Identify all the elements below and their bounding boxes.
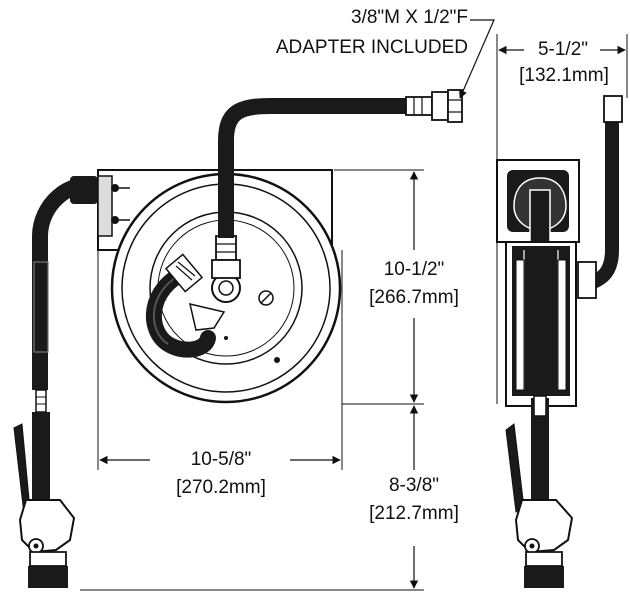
nozzle-drop-metric: [212.7mm] bbox=[369, 503, 459, 524]
swivel-fitting bbox=[211, 235, 241, 279]
side-outlet-hose bbox=[531, 395, 549, 500]
inner-hose-fitting bbox=[164, 253, 204, 293]
depth-imperial: 5-1/2" bbox=[537, 39, 589, 60]
outlet-hose bbox=[32, 176, 99, 500]
side-view bbox=[496, 95, 623, 588]
side-supply-hose bbox=[577, 95, 623, 299]
adapter-leader bbox=[459, 19, 495, 99]
supply-hose-adapter bbox=[405, 89, 463, 123]
side-bracket bbox=[496, 159, 580, 251]
reel-width-metric: [270.2mm] bbox=[176, 477, 266, 498]
depth-metric: [132.1mm] bbox=[519, 65, 609, 86]
reel-width-imperial: 10-5/8" bbox=[190, 449, 252, 470]
reel-height-metric: [266.7mm] bbox=[369, 287, 459, 308]
nozzle-drop-imperial: 8-3/8" bbox=[388, 475, 440, 496]
front-view bbox=[13, 89, 463, 588]
dimension-lines bbox=[80, 19, 628, 591]
spray-nozzle bbox=[13, 423, 76, 588]
supply-hose bbox=[218, 98, 410, 238]
reel-height-imperial: 10-1/2" bbox=[383, 259, 445, 280]
adapter-note-line1: 3/8"M X 1/2"F bbox=[351, 7, 468, 28]
side-reel bbox=[505, 241, 577, 407]
adapter-note-line2: ADAPTER INCLUDED bbox=[275, 37, 468, 58]
side-spray-nozzle bbox=[505, 423, 574, 588]
